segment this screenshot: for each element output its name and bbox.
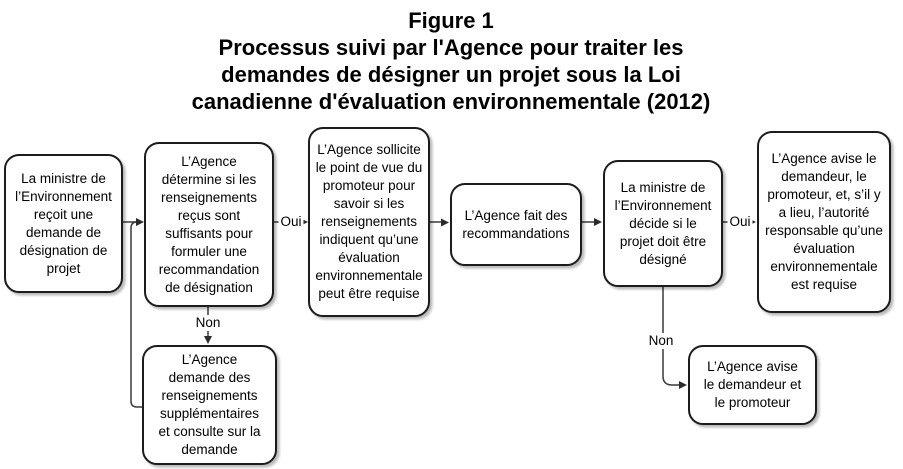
arrowhead-into-recommend <box>441 218 449 227</box>
node-notify-ea-required-label: L’Agence avise le demandeur, le promoteu… <box>765 151 883 292</box>
figure-title: Figure 1 Processus suivi par l'Agence po… <box>191 8 711 114</box>
edge-label-non-sufficient: Non <box>193 315 223 331</box>
node-solicit-proponent-views: L’Agence sollicite le point de vue du pr… <box>308 127 430 317</box>
connector-decide-to-notify-applicant <box>662 287 680 386</box>
node-make-recommendations: L’Agence fait des recommandations <box>450 183 582 266</box>
edge-label-oui-designate: Oui <box>727 214 753 230</box>
node-notify-ea-required: L’Agence avise le demandeur, le promoteu… <box>757 131 891 313</box>
arrowhead-into-additional-info <box>204 336 212 344</box>
node-notify-applicant-proponent-label: L’Agence avise le demandeur et le promot… <box>703 359 802 410</box>
node-make-recommendations-label: L’Agence fait des recommandations <box>462 207 570 241</box>
node-receive-request-label: La ministre de l’Environnement reçoit un… <box>15 170 112 276</box>
node-receive-request: La ministre de l’Environnement reçoit un… <box>4 154 123 293</box>
node-solicit-proponent-views-label: L’Agence sollicite le point de vue du pr… <box>315 142 423 301</box>
arrowhead-into-decide <box>594 218 602 226</box>
node-minister-decides-label: La ministre de l’Environnement décide si… <box>614 179 712 267</box>
node-minister-decides: La ministre de l’Environnement décide si… <box>603 160 723 287</box>
connector-loop-additional-info-to-determine <box>130 221 142 408</box>
edge-label-non-designate: Non <box>646 333 676 349</box>
arrowhead-into-determine <box>136 218 144 226</box>
node-notify-applicant-proponent: L’Agence avise le demandeur et le promot… <box>688 345 817 425</box>
node-determine-sufficiency-label: L’Agence détermine si les renseignements… <box>158 153 260 295</box>
node-request-additional-info: L’Agence demande des renseignements supp… <box>142 345 277 465</box>
edge-label-oui-sufficient: Oui <box>278 214 304 230</box>
arrowhead-into-notify-applicant <box>679 381 687 389</box>
node-determine-sufficiency: L’Agence détermine si les renseignements… <box>144 142 274 307</box>
node-request-additional-info-label: L’Agence demande des renseignements supp… <box>158 352 261 457</box>
